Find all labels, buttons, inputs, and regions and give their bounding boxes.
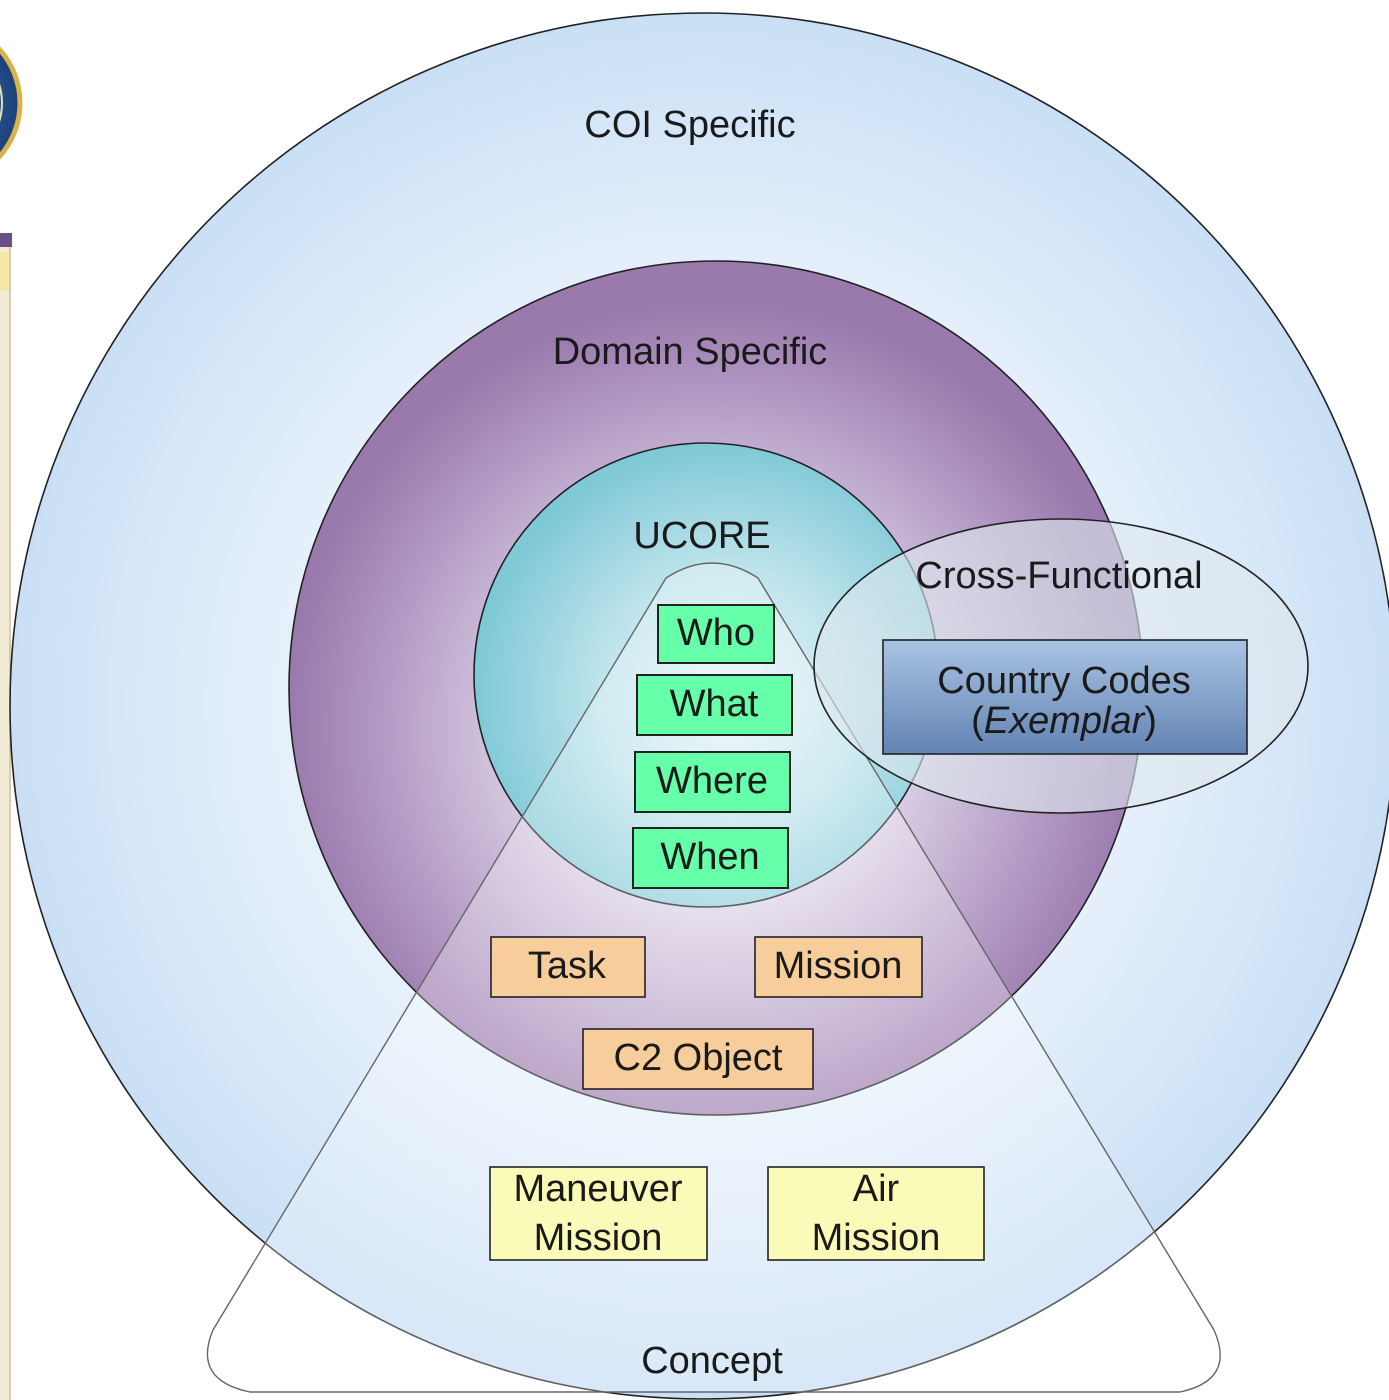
ucore-item-label: When [660, 836, 759, 878]
country-codes-exemplar: (Exemplar) [971, 700, 1157, 742]
seal-logo [0, 46, 23, 160]
ucore-item: Who [657, 604, 775, 664]
country-codes-box: Country Codes (Exemplar) [882, 639, 1248, 755]
domain-item: C2 Object [582, 1028, 814, 1090]
ucore-item: When [632, 827, 789, 889]
domain-item-label: C2 Object [614, 1037, 783, 1079]
coi-item-line1: Maneuver [514, 1168, 683, 1210]
ucore-item-label: Who [677, 612, 755, 654]
domain-specific-label: Domain Specific [553, 331, 828, 373]
ucore-item: Where [634, 751, 791, 813]
coi-item-line2: Mission [534, 1217, 663, 1259]
coi-item: Maneuver Mission [489, 1166, 708, 1261]
left-window-fragment [0, 233, 12, 1400]
domain-item: Task [490, 936, 646, 998]
domain-item: Mission [754, 936, 923, 998]
country-codes-label: Country Codes [937, 660, 1190, 702]
concept-label: Concept [641, 1340, 783, 1382]
ucore-item: What [636, 674, 793, 736]
coi-item-line1: Air [853, 1168, 900, 1210]
ucore-label: UCORE [633, 515, 770, 557]
domain-item-label: Mission [774, 945, 903, 987]
coi-specific-label: COI Specific [584, 104, 795, 146]
coi-item-line2: Mission [812, 1217, 941, 1259]
cross-functional-label: Cross-Functional [915, 555, 1202, 597]
ucore-item-label: Where [656, 760, 768, 802]
coi-item: Air Mission [767, 1166, 985, 1261]
ucore-item-label: What [670, 683, 759, 725]
domain-item-label: Task [528, 945, 607, 987]
